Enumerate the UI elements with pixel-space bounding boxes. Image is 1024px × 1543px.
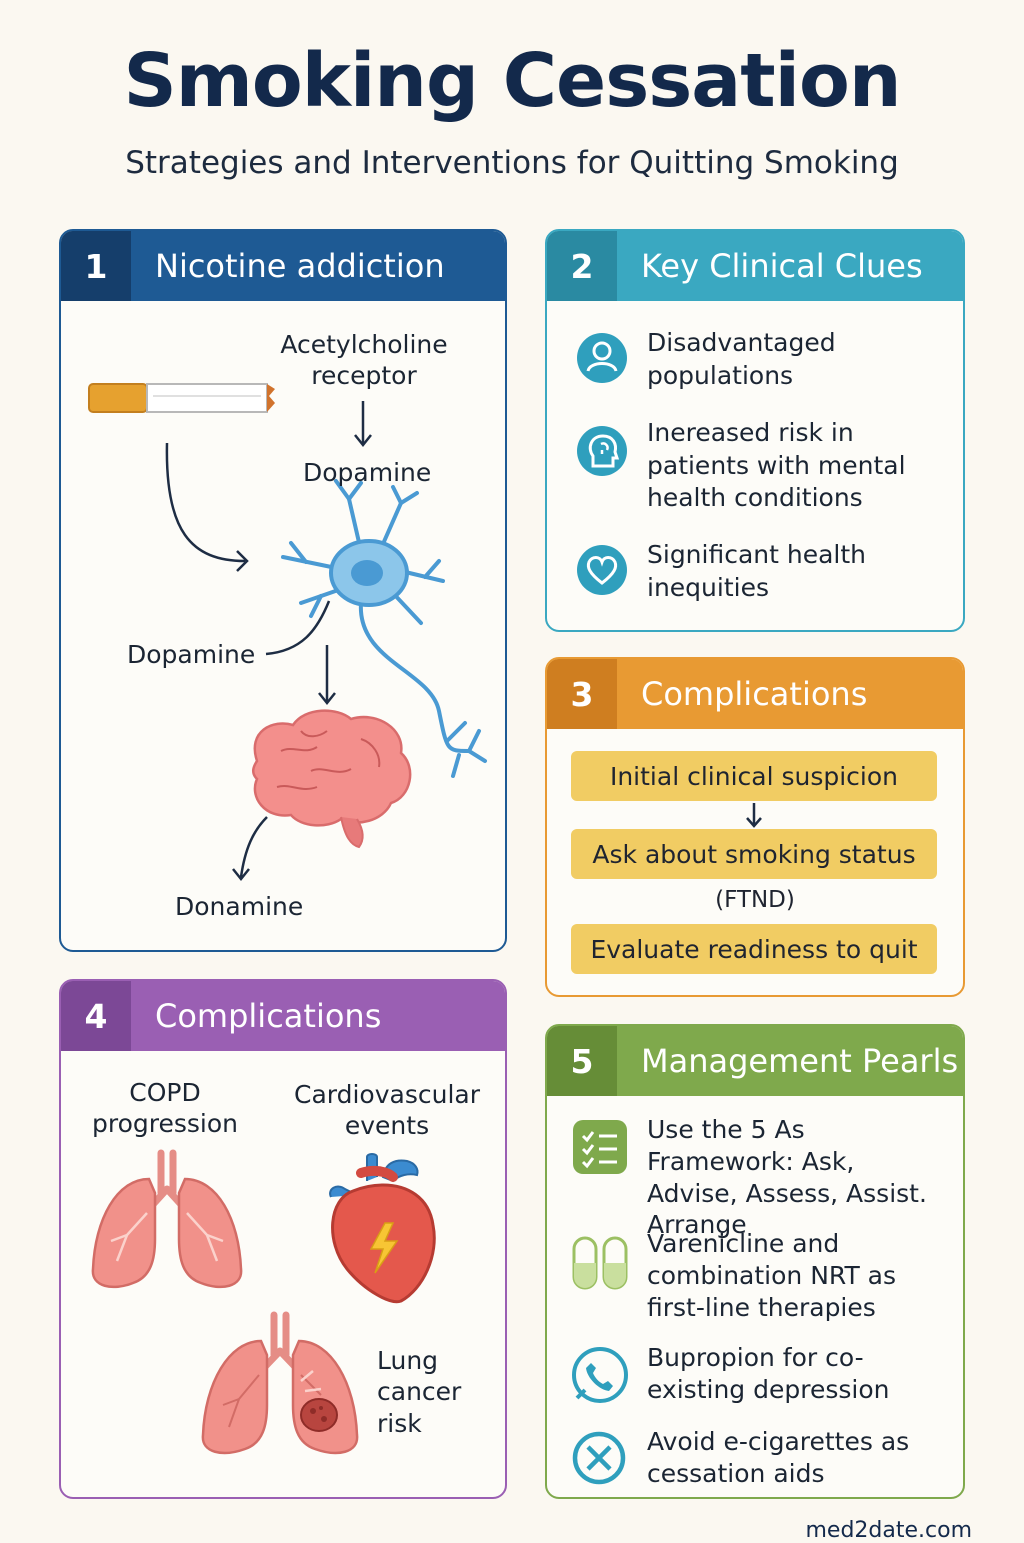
lungs-icon: [91, 1149, 243, 1289]
panel-complications: 4 Complications COPD progression Cardiov…: [59, 979, 507, 1499]
panel-header: 4 Complications: [61, 981, 505, 1051]
panel-header: 5 Management Pearls: [547, 1026, 963, 1096]
panel-title: Complications: [641, 675, 868, 713]
cardio-label: Cardiovascular events: [294, 1080, 480, 1141]
lung-cancer-icon: [201, 1311, 359, 1455]
panel-header: 2 Key Clinical Clues: [547, 231, 963, 301]
arrow-icon: [746, 803, 762, 828]
receptor-label: Acetylcholine receptor: [280, 330, 448, 391]
brain-icon: [252, 709, 412, 849]
lung-cancer-label: Lung cancer risk: [377, 1346, 462, 1438]
no-symbol-icon: [572, 1431, 626, 1485]
panel-header: 3 Complications: [547, 659, 963, 729]
heart-organ-icon: [329, 1153, 436, 1304]
dopamine-label: Dopamine: [303, 458, 432, 487]
ftnd-note: (FTND): [715, 887, 795, 913]
panel-number: 4: [61, 981, 131, 1051]
step-box: Ask about smoking status: [571, 829, 937, 879]
pearl-item: Use the 5 As Framework: Ask, Advise, Ass…: [647, 1115, 927, 1240]
arrow-icon: [318, 645, 336, 706]
arrow-icon: [165, 442, 249, 572]
dopamine-label: Dopamine: [127, 640, 256, 669]
clue-item: Inereased risk in patients with mental h…: [647, 418, 906, 512]
arrow-icon: [232, 816, 268, 882]
panel-key-clinical-clues: 2 Key Clinical Clues Disadvantaged popul…: [545, 229, 965, 632]
head-mind-icon: [577, 426, 627, 476]
pearl-item: Avoid e-cigarettes as cessation aids: [647, 1427, 910, 1488]
clue-item: Disadvantaged populations: [647, 328, 836, 390]
phone-icon: [572, 1347, 628, 1403]
neuron-icon: [281, 479, 487, 778]
panel-number: 5: [547, 1026, 617, 1096]
panel-title: Nicotine addiction: [155, 247, 445, 285]
arrow-icon: [354, 401, 372, 448]
footer-site: med2date.com: [805, 1518, 972, 1543]
copd-label: COPD progression: [91, 1078, 238, 1139]
step-box: Evaluate readiness to quit: [571, 924, 937, 974]
clue-item: Significant health inequities: [647, 540, 867, 602]
person-icon: [577, 333, 627, 383]
page-title: Smoking Cessation: [123, 38, 901, 124]
panel-number: 3: [547, 659, 617, 729]
dopamine-label: Donamine: [175, 892, 304, 921]
pearl-item: Bupropion for co-existing depression: [647, 1343, 890, 1404]
panel-nicotine-addiction: 1 Nicotine addiction: [59, 229, 507, 952]
nicotine-diagram: [88, 383, 487, 882]
panel-header: 1 Nicotine addiction: [61, 231, 505, 301]
connector-line: [265, 600, 331, 656]
panel-title: Management Pearls: [641, 1042, 959, 1080]
page-subtitle: Strategies and Interventions for Quittin…: [125, 145, 899, 181]
pills-icon: [572, 1236, 628, 1290]
heart-icon: [577, 545, 627, 595]
pearl-item: Varenicline and combination NRT as first…: [647, 1229, 897, 1322]
panel-title: Key Clinical Clues: [641, 247, 923, 285]
panel-complications-workup: 3 Complications Initial clinical suspici…: [545, 657, 965, 997]
step-box: Initial clinical suspicion: [571, 751, 937, 801]
checklist-icon: [573, 1120, 627, 1174]
panel-title: Complications: [155, 997, 382, 1035]
panel-management-pearls: 5 Management Pearls Use the 5 As Framewo…: [545, 1024, 965, 1499]
cigarette-icon: [88, 383, 275, 413]
panel-number: 1: [61, 231, 131, 301]
panel-number: 2: [547, 231, 617, 301]
